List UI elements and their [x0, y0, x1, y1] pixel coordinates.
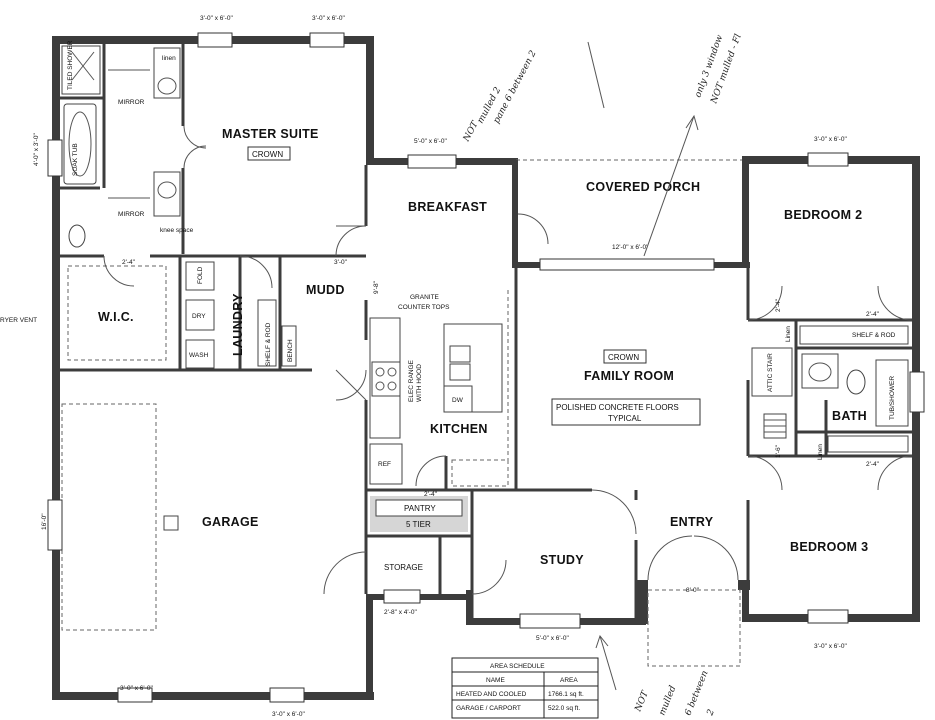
- dim-door-pantry: 2'-4": [424, 491, 438, 498]
- dim-door-attic: 2'-4": [775, 298, 782, 312]
- tiled-shower-label: TILED SHOWER: [67, 40, 74, 90]
- dim-window-storage: 2'-8" x 4'-0": [384, 609, 417, 616]
- dim-door-mudd: 3'-0": [334, 259, 348, 266]
- dim-window-porch: 12'-0" x 6'-0": [612, 244, 649, 251]
- room-storage: STORAGE: [384, 563, 423, 572]
- dim-window-garage-side: 16'-0": [41, 513, 48, 530]
- schedule-row-2-name: GARAGE / CARPORT: [456, 705, 521, 712]
- room-study: STUDY: [540, 553, 584, 567]
- area-schedule-table: AREA SCHEDULE NAME AREA HEATED AND COOLE…: [451, 657, 599, 719]
- handwritten-note-bottom-4: 2: [705, 708, 717, 718]
- schedule-row-2-area: 522.0 sq ft.: [548, 705, 580, 712]
- soak-tub-label: SOAK TUB: [72, 143, 79, 176]
- room-mudd: MUDD: [306, 283, 345, 297]
- elec-range-label-2: WITH HOOD: [416, 364, 423, 402]
- linen-label-1: Linen: [785, 326, 792, 342]
- dim-door-wic: 2'-4": [122, 259, 136, 266]
- schedule-title: AREA SCHEDULE: [490, 663, 545, 670]
- refrigerator-label: REF: [378, 461, 391, 468]
- room-bedroom-2: BEDROOM 2: [784, 208, 862, 222]
- room-covered-porch: COVERED PORCH: [586, 180, 700, 194]
- crown-label-master: CROWN: [252, 150, 283, 159]
- attic-stair-label: ATTIC STAIR: [767, 353, 774, 392]
- room-labels: MASTER SUITE CROWN BREAKFAST COVERED POR…: [98, 127, 868, 572]
- doors: [103, 125, 913, 595]
- windows: [47, 32, 925, 703]
- tub-shower-label: TUB/SHOWER: [889, 376, 896, 420]
- dim-door-bedroom-2: 2'-4": [866, 311, 880, 318]
- handwritten-note-top-3: pane 6 between 2: [492, 49, 539, 126]
- floors-note-line-1: POLISHED CONCRETE FLOORS: [556, 403, 679, 412]
- room-laundry: LAUNDRY: [231, 293, 245, 356]
- shelf-rod-laundry-label: SHELF & ROD: [265, 322, 272, 366]
- room-garage: GARAGE: [202, 515, 259, 529]
- room-breakfast: BREAKFAST: [408, 200, 487, 214]
- granite-label-1: GRANITE: [410, 294, 440, 301]
- room-pantry: PANTRY: [404, 504, 436, 513]
- mirror-label-2: MIRROR: [118, 211, 145, 218]
- dim-ceiling: 9'-8": [373, 280, 380, 294]
- schedule-row-1-name: HEATED AND COOLED: [456, 691, 527, 698]
- knee-space-label: knee space: [160, 227, 194, 234]
- dim-door-linen: 1'-6": [775, 444, 782, 458]
- dry-label: DRY: [192, 313, 206, 320]
- shelf-rod-bedroom-label: SHELF & ROD: [852, 332, 896, 339]
- room-entry: ENTRY: [670, 515, 714, 529]
- wash-label: WASH: [189, 352, 209, 359]
- schedule-row-1-area: 1766.1 sq ft.: [548, 691, 584, 698]
- linen-master-label: linen: [162, 55, 176, 62]
- dim-window-top-2: 3'-0" x 6'-0": [312, 15, 345, 22]
- dim-window-study: 5'-0" x 6'-0": [536, 635, 569, 642]
- room-wic: W.I.C.: [98, 310, 134, 324]
- schedule-header-area: AREA: [560, 677, 578, 684]
- linen-label-2: Linen: [817, 444, 824, 460]
- fixtures: [61, 45, 909, 631]
- room-family-room: FAMILY ROOM: [584, 369, 674, 383]
- floors-note-line-2: TYPICAL: [608, 414, 642, 423]
- elec-range-label-1: ELEC RANGE: [408, 359, 415, 402]
- room-bedroom-3: BEDROOM 3: [790, 540, 868, 554]
- interior-walls: [60, 44, 912, 620]
- pantry-five-tier: 5 TIER: [406, 520, 431, 529]
- dim-door-entry: 8'-0": [686, 587, 700, 594]
- dryer-vent-label: RYER VENT: [0, 317, 37, 324]
- fold-label: FOLD: [197, 266, 204, 284]
- bench-label: BENCH: [287, 339, 294, 362]
- dim-door-bedroom-3: 2'-4": [866, 461, 880, 468]
- handwritten-note-bottom-2: mulled: [658, 684, 679, 717]
- dim-window-bedroom-2: 3'-0" x 6'-0": [814, 136, 847, 143]
- dimension-labels: 3'-0" x 6'-0" 3'-0" x 6'-0" 5'-0" x 6'-0…: [33, 15, 880, 718]
- mirror-label-1: MIRROR: [118, 99, 145, 106]
- dim-window-left: 4'-0" x 3'-0": [33, 133, 40, 166]
- granite-label-2: COUNTER TOPS: [398, 304, 450, 311]
- room-bath: BATH: [832, 409, 867, 423]
- schedule-header-name: NAME: [486, 677, 505, 684]
- dim-window-garage-bottom-2: 3'-0" x 6'-0": [272, 711, 305, 718]
- dim-window-garage-bottom: 3'-0" x 6'-0": [120, 685, 153, 692]
- dim-window-bedroom-3: 3'-0" x 6'-0": [814, 643, 847, 650]
- dim-window-breakfast: 5'-0" x 6'-0": [414, 138, 447, 145]
- crown-label-family: CROWN: [608, 353, 639, 362]
- dim-window-top-1: 3'-0" x 6'-0": [200, 15, 233, 22]
- fixture-labels: TILED SHOWER SOAK TUB MIRROR MIRROR knee…: [0, 40, 896, 468]
- room-kitchen: KITCHEN: [430, 422, 488, 436]
- handwritten-note-bottom-1: NOT: [633, 689, 651, 714]
- dishwasher-label: DW: [452, 397, 464, 404]
- room-master-suite: MASTER SUITE: [222, 127, 319, 141]
